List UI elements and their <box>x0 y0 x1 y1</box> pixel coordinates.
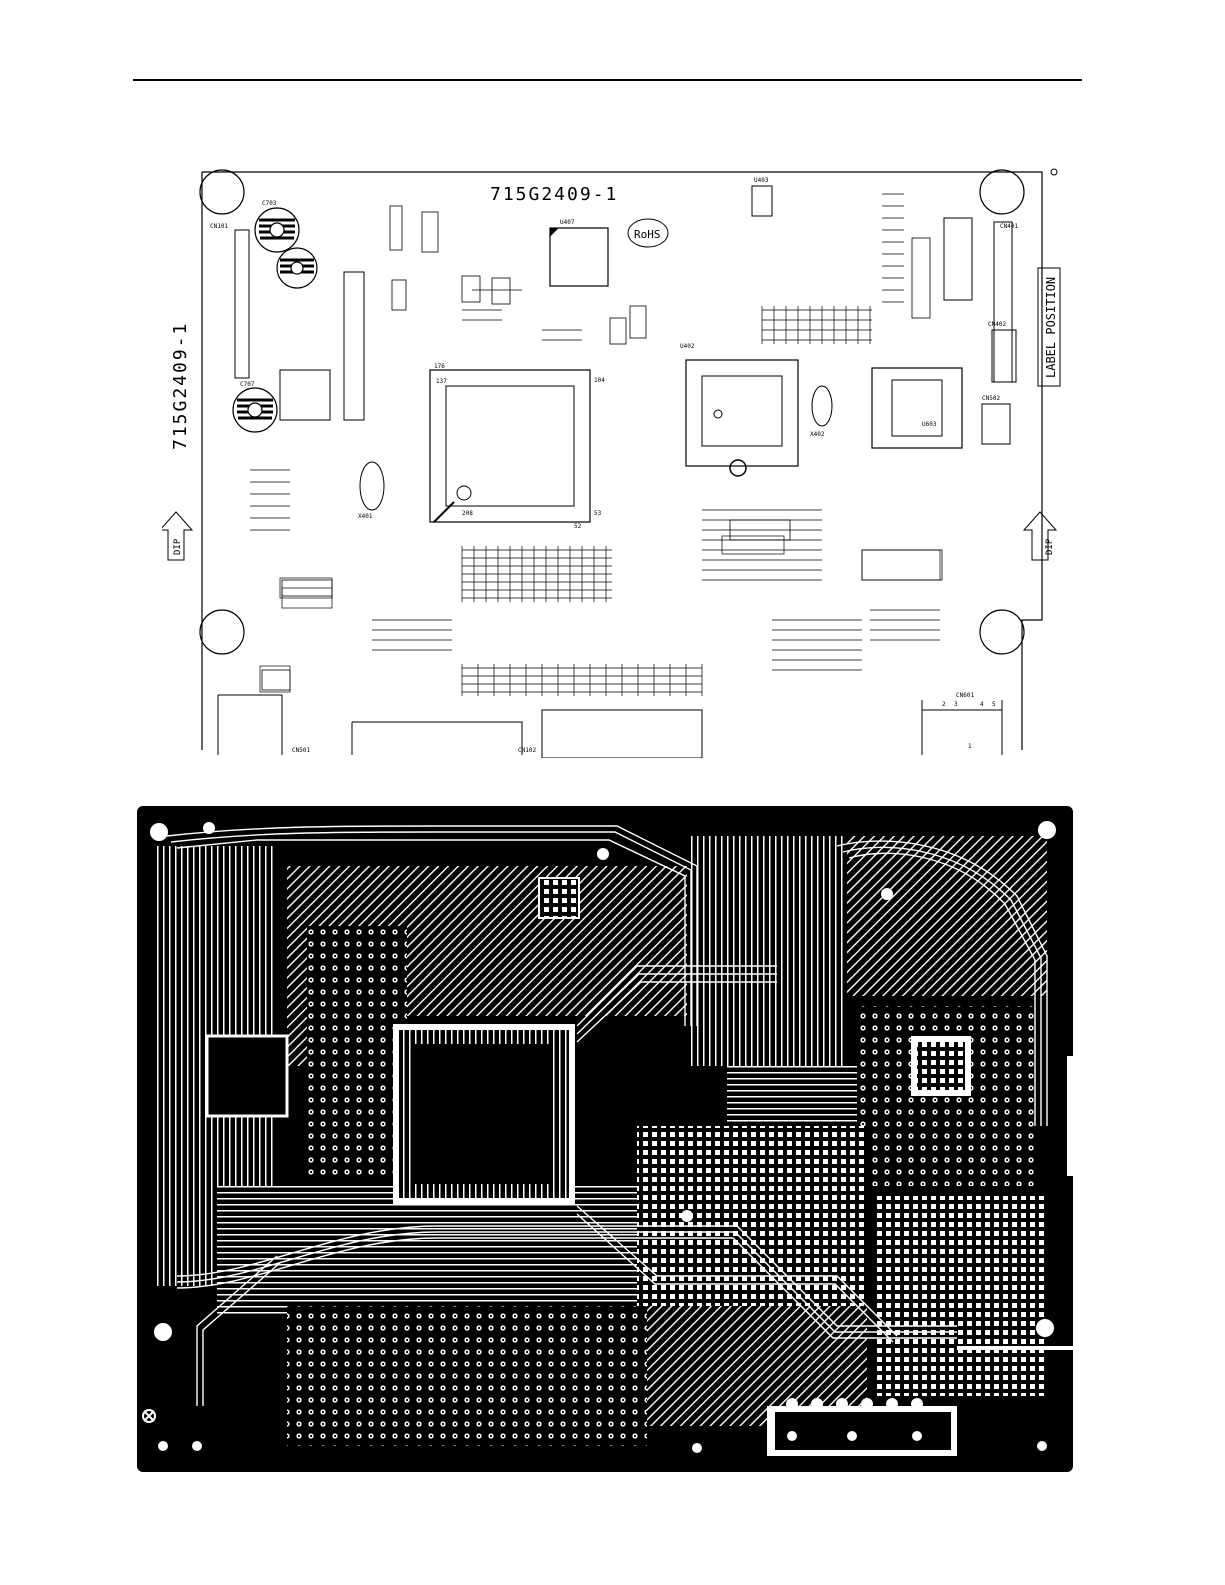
passive-component-grid <box>250 194 940 696</box>
ref-x402: X402 <box>810 431 825 438</box>
ref-cn102: CN102 <box>518 747 536 754</box>
pin-label-1: 1 <box>968 743 972 750</box>
ref-cn502: CN502 <box>982 395 1000 402</box>
ref-cn501: CN501 <box>292 747 310 754</box>
copper-trace-layer <box>137 806 1073 1472</box>
dip-left-label: DIP <box>173 538 183 555</box>
main-chip-footprint <box>393 1024 575 1204</box>
pin-176: 176 <box>434 363 445 370</box>
pin-label-4: 4 <box>980 701 984 708</box>
secondary-ic <box>686 360 798 476</box>
dip-right-label: DIP <box>1045 538 1055 555</box>
pin-52: 52 <box>574 523 582 530</box>
pin-label-3: 3 <box>954 701 958 708</box>
label-position: LABEL POSITION <box>1044 277 1058 378</box>
ref-u402: U402 <box>680 343 695 350</box>
pin-208: 208 <box>462 510 473 517</box>
pin-label-2: 2 <box>942 701 946 708</box>
ref-cn101: CN101 <box>210 223 228 230</box>
rohs-mark: RoHS <box>634 228 661 241</box>
ref-u403: U403 <box>754 177 769 184</box>
silkscreen-layout: 715G2409-1 715G2409-1 RoHS LABEL POSITIO… <box>162 150 1062 758</box>
pin-label-5: 5 <box>992 701 996 708</box>
board-id: 715G2409-1 <box>490 184 618 205</box>
pin-137: 137 <box>436 378 447 385</box>
electrolytic-cap-group <box>233 208 317 432</box>
ref-cn401: CN401 <box>1000 223 1018 230</box>
pin-53: 53 <box>594 510 602 517</box>
ref-u407: U407 <box>560 219 575 226</box>
main-scaler-ic <box>430 370 590 522</box>
pin-104: 104 <box>594 377 605 384</box>
page-header-rule <box>133 79 1082 81</box>
ref-cn402: CN402 <box>988 321 1006 328</box>
board-id-vertical: 715G2409-1 <box>170 322 191 450</box>
ref-c703: C703 <box>262 200 277 207</box>
ref-x401: X401 <box>358 513 373 520</box>
ref-c707: C707 <box>240 381 255 388</box>
ref-u603: U603 <box>922 421 937 428</box>
ref-cn601: CN601 <box>956 692 974 699</box>
